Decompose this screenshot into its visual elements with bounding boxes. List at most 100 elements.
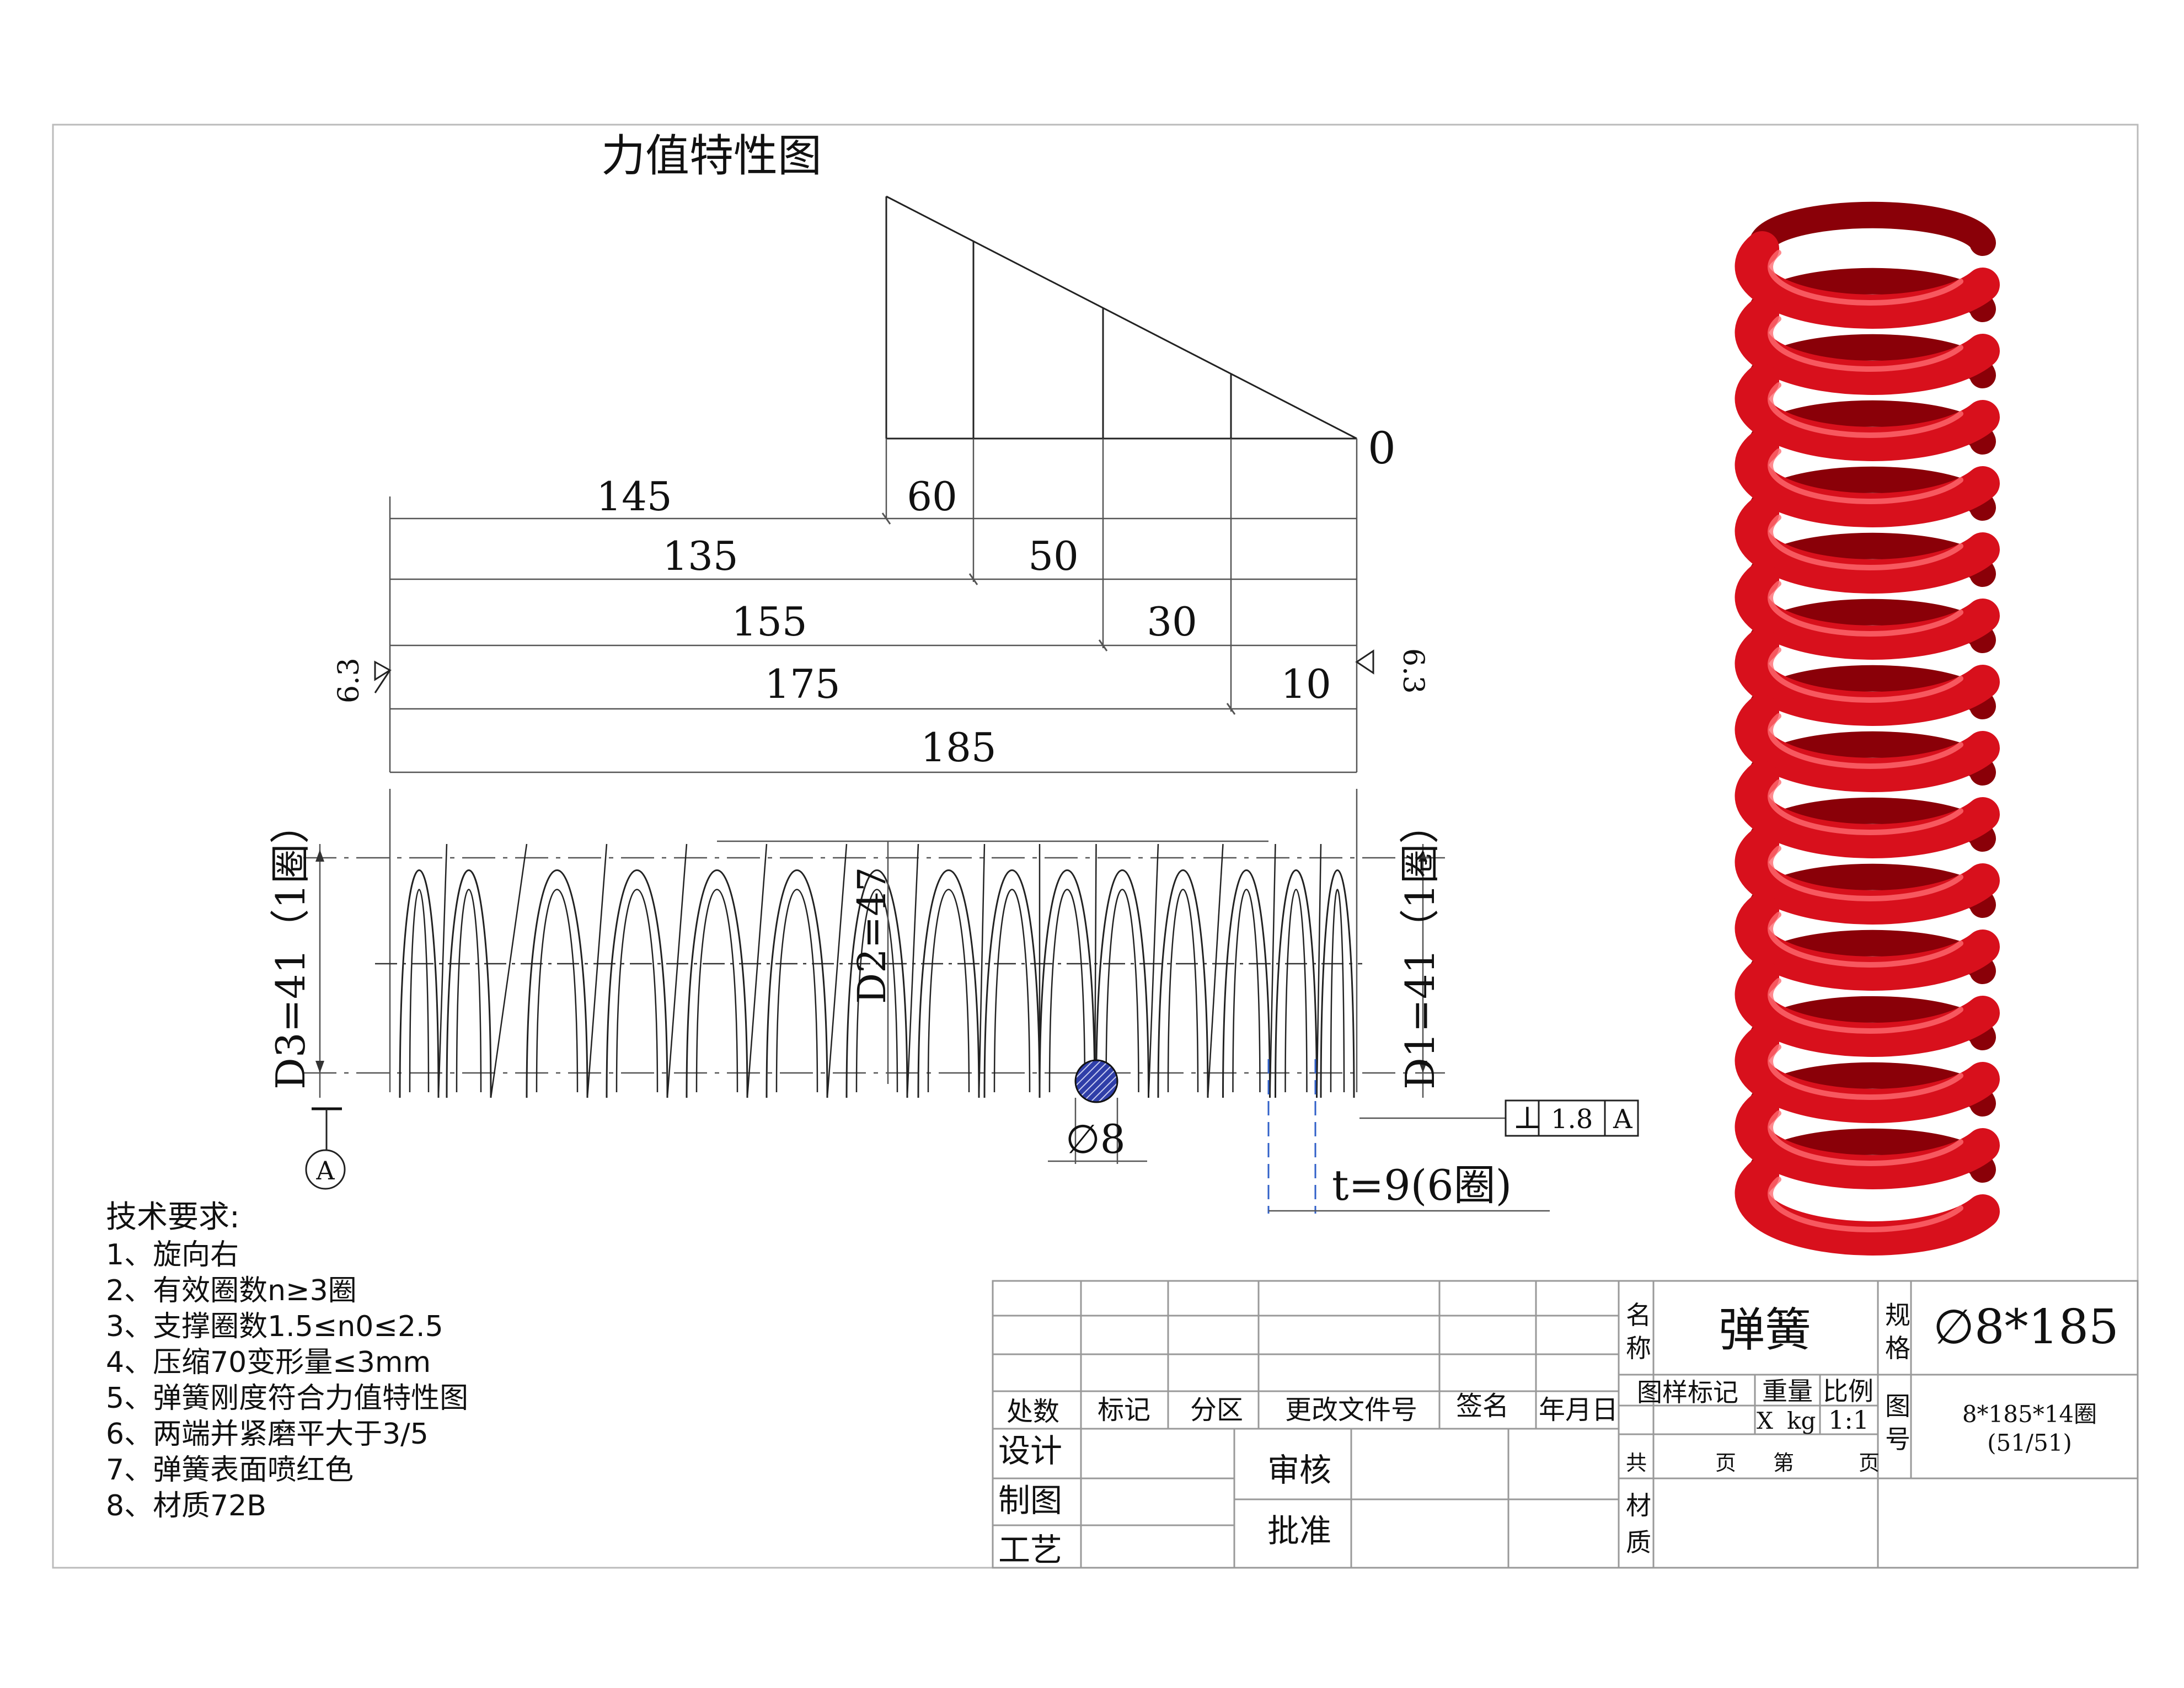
scale-label: 比例 xyxy=(1823,1376,1873,1406)
datum-label: A xyxy=(315,1156,335,1185)
dim-185: 185 xyxy=(920,724,996,771)
requirements-title: 技术要求: xyxy=(106,1199,240,1235)
x-mark: X xyxy=(1757,1407,1773,1434)
requirement-item: 2、有效圈数n≥3圈 xyxy=(106,1274,357,1307)
spring-coil-link xyxy=(666,843,688,1098)
spring-coil-link xyxy=(1269,843,1276,1098)
wire-section xyxy=(1074,1059,1118,1103)
title-block xyxy=(992,1280,2139,1569)
coil-front xyxy=(1735,1025,2000,1123)
spec-label-1: 规 xyxy=(1885,1300,1910,1330)
spring-coil-outline xyxy=(399,869,440,1098)
coil-back xyxy=(1748,201,1996,261)
label-drawing: 制图 xyxy=(998,1482,1062,1519)
header-mark: 标记 xyxy=(1098,1395,1150,1425)
roughness-right: 6.3 xyxy=(1396,648,1430,694)
dim-135: 135 xyxy=(662,533,738,579)
coil-front xyxy=(1735,761,2000,858)
chart-title: 力值特性图 xyxy=(601,130,822,181)
header-zone: 分区 xyxy=(1190,1395,1243,1425)
spring-coil-link xyxy=(826,843,848,1098)
coil-highlight xyxy=(1768,1044,1963,1101)
requirement-item: 1、旋向右 xyxy=(106,1238,239,1272)
label-design: 设计 xyxy=(998,1432,1062,1470)
spring-coil-outline xyxy=(1157,869,1209,1098)
spring-coil-outline xyxy=(1222,869,1271,1098)
force-chart: 力值特性图 0 xyxy=(601,130,1396,474)
dim-d2: D2=47 xyxy=(849,867,895,1004)
spring-coil-inner xyxy=(1048,889,1086,1093)
spring-coil-outline xyxy=(1095,869,1149,1098)
coil-front xyxy=(1735,628,2000,726)
spring-coil-inner xyxy=(536,889,579,1093)
spring-coil-outline xyxy=(526,869,588,1098)
spring-coil-outline xyxy=(917,869,980,1098)
title-block-text: 处数 标记 分区 更改文件号 签名 年月日 设计 制图 工艺 审核 批准 名 称… xyxy=(998,1300,2119,1569)
page-of: 第 xyxy=(1773,1451,1794,1475)
spring-coil-inner xyxy=(409,889,430,1093)
coil-front xyxy=(1735,231,2000,329)
coil-front xyxy=(1735,364,2000,461)
header-count: 处数 xyxy=(1007,1396,1059,1427)
spring-coil-link xyxy=(1207,843,1224,1098)
spring-coil-inner xyxy=(1330,889,1345,1093)
spring-coil-link xyxy=(746,843,768,1098)
spring-coil-link xyxy=(1316,843,1322,1098)
coil-highlight xyxy=(1768,250,1963,306)
spring-coil-outline xyxy=(606,869,668,1098)
coil-front xyxy=(1735,1158,2000,1256)
header-date: 年月日 xyxy=(1539,1395,1618,1425)
spring-render xyxy=(1735,201,2000,1256)
drawing-no: 8*185*14圈 xyxy=(1962,1401,2097,1428)
spring-coil-inner xyxy=(855,889,898,1093)
spring-coil-outline xyxy=(1275,869,1318,1098)
spring-coil-inner xyxy=(1105,889,1139,1093)
requirement-item: 4、压缩70变形量≤3mm xyxy=(106,1346,431,1379)
requirement-item: 6、两端并紧磨平大于3/5 xyxy=(106,1418,429,1451)
coil-highlight xyxy=(1768,647,1963,703)
coil-front xyxy=(1735,893,2000,991)
coil-highlight xyxy=(1768,779,1963,836)
kg-label: kg xyxy=(1787,1407,1816,1434)
header-signature: 签名 xyxy=(1456,1391,1509,1422)
drawing-no-label-1: 图 xyxy=(1885,1391,1910,1421)
dim-60: 60 xyxy=(907,473,957,520)
diameter-dims: D3=41（1圈） D1=41（1圈） D2=47 ∅8 t=9(6圈) ⊥ 1… xyxy=(267,804,1639,1214)
dim-d3: D3=41（1圈） xyxy=(267,804,314,1089)
coil-front xyxy=(1735,496,2000,594)
spring-coil-outline xyxy=(446,869,492,1098)
dim-d1: D1=41（1圈） xyxy=(1397,804,1443,1089)
dim-pitch: t=9(6圈) xyxy=(1332,1161,1512,1210)
material-label-2: 质 xyxy=(1626,1527,1651,1557)
drawing-no-sub: (51/51) xyxy=(1987,1429,2072,1456)
dimension-chains: 145 60 135 50 155 30 175 10 185 6.3 6.3 xyxy=(333,439,1430,773)
spring-coil-inner xyxy=(927,889,970,1093)
coil-front xyxy=(1735,562,2000,660)
spring-coil-inner xyxy=(1232,889,1261,1093)
spring-coil-link xyxy=(586,843,608,1098)
requirement-item: 3、支撑圈数1.5≤n0≤2.5 xyxy=(106,1310,443,1343)
coil-front xyxy=(1735,695,2000,792)
coil-front xyxy=(1735,827,2000,925)
dim-10: 10 xyxy=(1281,661,1331,707)
coil-highlight xyxy=(1768,846,1963,902)
coil-highlight xyxy=(1768,581,1963,637)
spring-coil-inner xyxy=(993,889,1031,1093)
label-review: 审核 xyxy=(1267,1451,1331,1489)
dim-155: 155 xyxy=(731,599,807,645)
material-label-1: 材 xyxy=(1626,1491,1651,1520)
dim-30: 30 xyxy=(1147,599,1197,645)
spring-coil-outline xyxy=(1039,869,1096,1098)
label-process: 工艺 xyxy=(998,1531,1062,1569)
spring-coil-link xyxy=(906,843,919,1098)
spring-coil-inner xyxy=(775,889,818,1093)
spring-coil-inner xyxy=(1284,889,1308,1093)
spring-coil-link xyxy=(437,843,448,1098)
pattern-mark: 图样标记 xyxy=(1637,1377,1738,1407)
spring-coil-link xyxy=(978,843,986,1098)
requirement-item: 7、弹簧表面喷红色 xyxy=(106,1454,354,1487)
coil-highlight xyxy=(1768,515,1963,571)
spring-coil-outline xyxy=(983,869,1041,1098)
perp-value: 1.8 xyxy=(1551,1104,1593,1135)
